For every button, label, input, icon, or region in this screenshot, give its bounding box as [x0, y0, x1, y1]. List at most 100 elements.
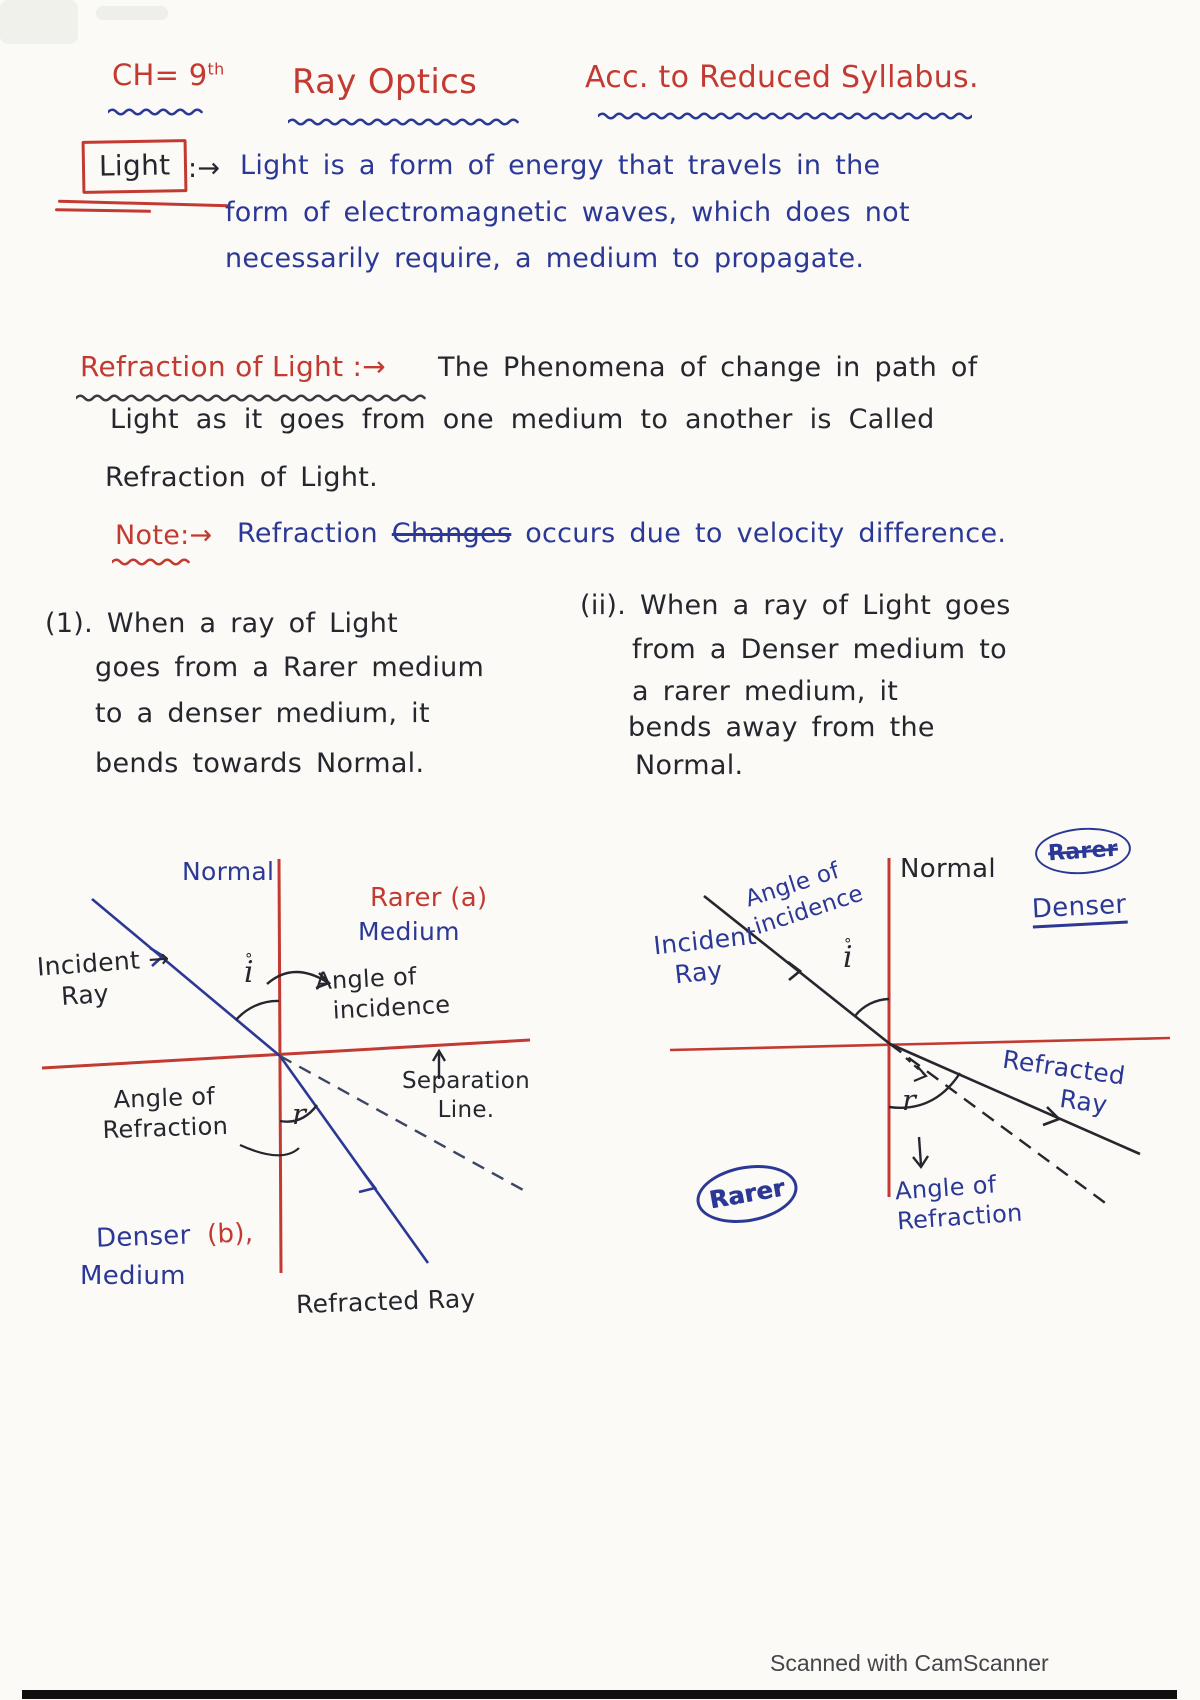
refracted-ray-arrowhead: [358, 1171, 378, 1194]
denser-medium-word: Medium: [80, 1261, 186, 1291]
angle-r-label-connector: [239, 1143, 300, 1157]
refraction-heading: Refraction of Light :→: [80, 350, 387, 383]
angle-incidence-line1: Angle of: [314, 962, 418, 996]
rarer-medium-label: Rarer (a): [370, 883, 488, 913]
scan-smudge: [0, 0, 78, 44]
incident-word: Incident: [36, 945, 142, 982]
refracted-ray-word: Ray: [1057, 1084, 1110, 1120]
angle-refraction-line1: Angle of: [113, 1082, 216, 1114]
separation-line: [41, 1038, 531, 1070]
incident-ray-label: Incident → Ray: [36, 942, 173, 1014]
case1-line4: bends towards Normal.: [95, 748, 425, 779]
i-letter: i: [244, 955, 254, 991]
note-text-pre: Refraction: [237, 518, 392, 549]
red-underline: [54, 208, 152, 213]
note-label: Note:→: [115, 520, 213, 551]
refraction-line3: Refraction of Light.: [105, 462, 379, 493]
angle-r-mark-arrowhead: [913, 1065, 928, 1083]
case2-line4: bends away from the: [628, 712, 935, 743]
wavy-underline: [110, 556, 194, 575]
normal-label: Normal: [900, 854, 996, 884]
scan-bottom-bar: [22, 1690, 1177, 1699]
diagram-denser-to-rarer: Normal Rarer Denser Incident Ray Angle o…: [600, 780, 1200, 1258]
note-text-post: occurs due to velocity difference.: [511, 518, 1007, 549]
angle-i-pointer-arrowhead: [315, 972, 332, 990]
angle-incidence-line2: incidence: [332, 990, 452, 1025]
refracted-ray: [278, 1055, 430, 1264]
angle-of-refraction-label: Angle of Refraction: [101, 1081, 229, 1145]
angle-i-arc: [854, 997, 890, 1017]
light-term-box: Light: [81, 139, 188, 194]
camscanner-watermark: Scanned with CamScanner: [770, 1650, 1049, 1676]
light-term: Light: [98, 148, 171, 183]
angle-r-dashed-mark: [905, 1057, 925, 1075]
diagram2-canvas: [669, 858, 1171, 1206]
angle-r-pointer-arrowhead: [912, 1155, 930, 1170]
case2-line2: from a Denser medium to: [632, 634, 1007, 665]
light-def-line1: Light is a form of energy that travels i…: [240, 150, 881, 181]
chapter-ordinal: th: [207, 59, 225, 79]
angle-i-symbol: ° i: [244, 950, 254, 991]
angle-r-symbol: r: [902, 1083, 916, 1117]
angle-refraction-line1: Angle of: [894, 1170, 998, 1206]
scan-smudge: [96, 6, 168, 20]
case1-line2: goes from a Rarer medium: [95, 652, 485, 683]
incident-arrow-glyph: →: [147, 943, 171, 974]
denser-tag: (b),: [206, 1218, 254, 1250]
denser-correction-label: Denser: [1031, 889, 1128, 929]
case2-line1: (ii). When a ray of Light goes: [580, 590, 1011, 621]
case1-line1: (1). When a ray of Light: [45, 608, 399, 639]
incident-ray: [91, 898, 281, 1057]
angle-r-arc: [279, 1104, 318, 1123]
circled-word: Rarer: [707, 1173, 787, 1215]
incident-ray-arrowhead: [149, 946, 166, 967]
i-letter: i: [843, 940, 853, 976]
angle-refraction-line2: Refraction: [102, 1111, 229, 1145]
wavy-underline: [106, 106, 204, 125]
degree-mark: °: [245, 950, 253, 968]
wavy-underline: [74, 392, 428, 411]
light-def-line3: necessarily require, a medium to propaga…: [225, 243, 865, 274]
diagram1-canvas: [41, 858, 531, 1274]
case1-line3: to a denser medium, it: [95, 698, 430, 729]
crossed-word: Rarer: [1047, 836, 1119, 866]
separation-pointer-arrowhead: [431, 1048, 447, 1062]
wavy-underline: [596, 110, 974, 129]
angle-i-arc: [235, 999, 280, 1021]
incident-ray-word: Ray: [673, 955, 724, 990]
page-title: Ray Optics: [292, 62, 478, 102]
rarer-medium-word: Medium: [358, 917, 460, 946]
angle-r-pointer-line: [917, 1136, 923, 1166]
note-struck-word: Changes: [391, 518, 512, 549]
case2-line5: Normal.: [635, 750, 744, 781]
angle-r-arc: [888, 1072, 962, 1109]
separation-line: [669, 1036, 1171, 1052]
wavy-underline: [286, 116, 520, 135]
chapter-number: CH= 9: [112, 58, 208, 92]
case2-line3: a rarer medium, it: [632, 676, 899, 707]
separation-word1: Separation: [402, 1068, 531, 1094]
refracted-ray: [889, 1042, 1141, 1156]
angle-of-incidence-label: Angle of incidence: [315, 960, 452, 1027]
angle-i-symbol: ° i: [843, 935, 853, 976]
refraction-line2: Light as it goes from one medium to anot…: [110, 404, 935, 435]
undeviated-dashed-ray: [279, 1054, 526, 1193]
denser-medium-label: Denser (b),: [96, 1218, 254, 1253]
red-underline: [57, 199, 231, 208]
light-def-line2: form of electromagnetic waves, which doe…: [225, 197, 910, 228]
colon-arrow: :→: [188, 153, 221, 184]
separation-line-label: Separation Line.: [402, 1067, 530, 1125]
denser-word: Denser: [95, 1220, 192, 1254]
incident-ray-label: Incident Ray: [652, 920, 761, 993]
diagram-rarer-to-denser: Normal Rarer (a) Medium Incident → Ray °…: [30, 855, 545, 1347]
incident-ray-word: Ray: [60, 979, 110, 1012]
degree-mark: °: [844, 935, 852, 953]
refraction-line1: The Phenomena of change in path of: [438, 352, 978, 383]
incident-ray-arrowhead: [787, 960, 803, 982]
note-text: Refraction Changes occurs due to velocit…: [237, 518, 1006, 549]
angle-r-symbol: r: [292, 1097, 306, 1131]
chapter-label: CH= 9th: [112, 58, 224, 92]
syllabus-note: Acc. to Reduced Syllabus.: [585, 60, 979, 95]
refracted-ray-arrowhead: [1042, 1106, 1062, 1127]
